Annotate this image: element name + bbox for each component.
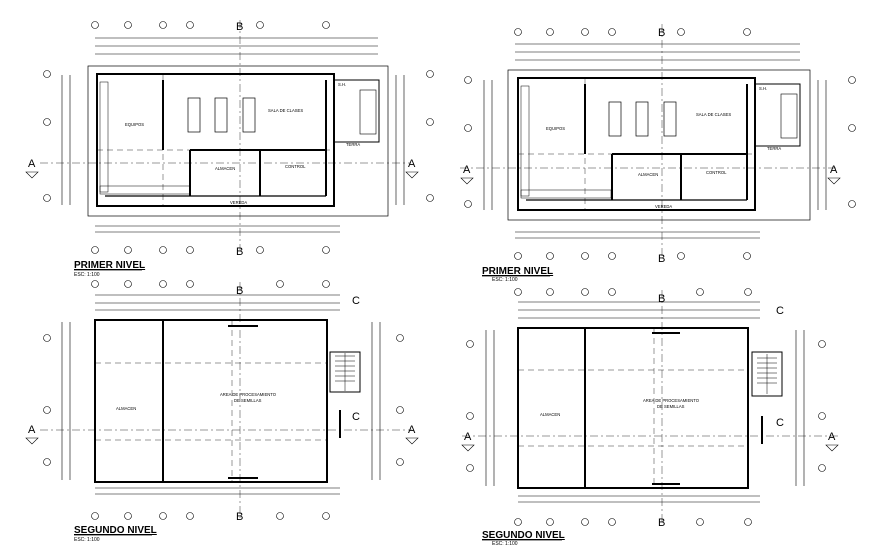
- room-label-almacen: ALMACEN: [116, 406, 136, 411]
- section-mark-b-bottom: B: [236, 246, 243, 258]
- section-mark-c-top: C: [776, 305, 784, 317]
- plan-primer-nivel-right: EQUIPOS SALA DE CLASES ALMACEN CONTROL V…: [460, 24, 856, 283]
- room-label-vereda: VEREDA: [230, 200, 247, 205]
- room-label-equipos: EQUIPOS: [546, 126, 565, 131]
- room-label-sh: S.H.: [759, 86, 767, 91]
- room-label-semillas: DE SEMILLAS: [234, 398, 262, 403]
- plan-segundo-nivel-right: ALMACEN AREA DE PROCESAMIENTO DE SEMILLA…: [461, 288, 840, 547]
- section-mark-a-left: A: [28, 158, 36, 170]
- room-label-sala-de-clases: SALA DE CLASES: [268, 108, 303, 113]
- room-label-sala-de-clases: SALA DE CLASES: [696, 112, 731, 117]
- room-label-area-procesamiento: AREA DE PROCESAMIENTO: [643, 398, 700, 403]
- section-mark-a-right: A: [408, 158, 416, 170]
- section-mark-b-top: B: [236, 21, 243, 33]
- plan-scale: ESC: 1:100: [492, 541, 518, 547]
- plan-title: PRIMER NIVEL: [74, 260, 145, 271]
- section-mark-b-bottom: B: [658, 517, 665, 529]
- room-label-control: CONTROL: [706, 170, 727, 175]
- section-mark-a-right: A: [828, 431, 836, 443]
- room-label-almacen: ALMACEN: [540, 412, 560, 417]
- section-mark-c-bottom: C: [776, 417, 784, 429]
- section-mark-c-bottom: C: [352, 411, 360, 423]
- room-label-equipos: EQUIPOS: [125, 122, 144, 127]
- plan-title: SEGUNDO NIVEL: [74, 525, 157, 536]
- room-label-almacen: ALMACEN: [215, 166, 235, 171]
- section-mark-b-bottom: B: [236, 511, 243, 523]
- plan-title: SEGUNDO NIVEL: [482, 530, 565, 541]
- room-label-semillas: DE SEMILLAS: [657, 404, 685, 409]
- plan-title: PRIMER NIVEL: [482, 266, 553, 277]
- section-mark-b-top: B: [236, 285, 243, 297]
- section-mark-b-top: B: [658, 293, 665, 305]
- section-mark-a-left: A: [463, 164, 471, 176]
- room-label-vereda: VEREDA: [655, 204, 672, 209]
- section-mark-b-bottom: B: [658, 253, 665, 265]
- section-mark-a-left: A: [28, 424, 36, 436]
- room-label-terra: TERRA: [767, 146, 781, 151]
- section-mark-a-left: A: [464, 431, 472, 443]
- room-label-almacen: ALMACEN: [638, 172, 658, 177]
- section-mark-a-right: A: [830, 164, 838, 176]
- section-mark-c-top: C: [352, 295, 360, 307]
- plan-scale: ESC: 1:100: [74, 537, 100, 543]
- section-mark-a-right: A: [408, 424, 416, 436]
- room-label-area-procesamiento: AREA DE PROCESAMIENTO: [220, 392, 277, 397]
- plan-segundo-nivel-left: ALMACEN AREA DE PROCESAMIENTO DE SEMILLA…: [25, 280, 419, 543]
- section-mark-b-top: B: [658, 27, 665, 39]
- plan-primer-nivel-left: EQUIPOS SALA DE CLASES ALMACEN CONTROL V…: [25, 20, 434, 278]
- room-label-terra: TERRA: [346, 142, 360, 147]
- room-label-sh: S.H.: [338, 82, 346, 87]
- plan-scale: ESC: 1:100: [74, 272, 100, 278]
- plan-scale: ESC: 1:100: [492, 277, 518, 283]
- room-label-control: CONTROL: [285, 164, 306, 169]
